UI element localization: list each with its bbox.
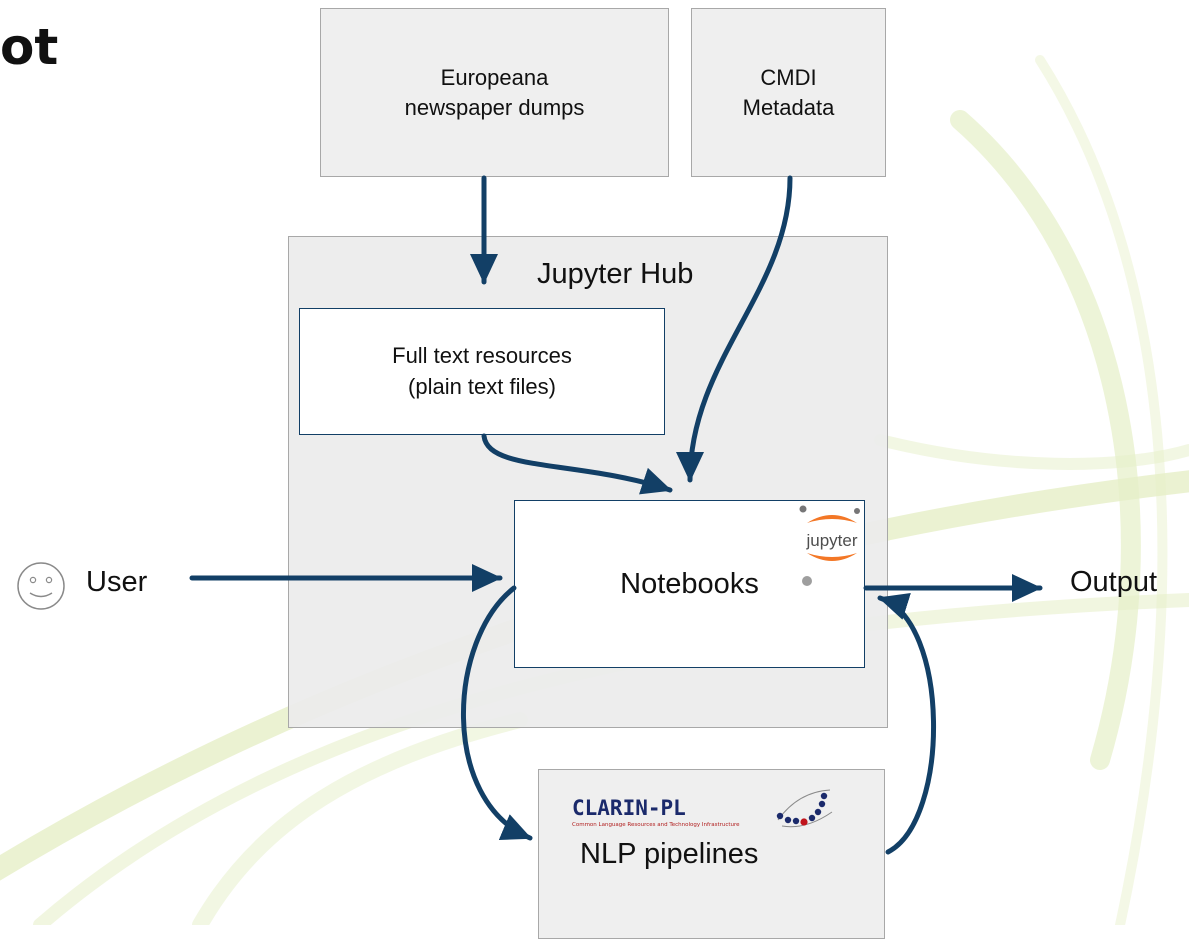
europeana-source-box: Europeana newspaper dumps — [320, 8, 669, 177]
cmdi-label-line1: CMDI — [760, 64, 817, 90]
europeana-label-line2: newspaper dumps — [404, 94, 585, 120]
fulltext-resources-box: Full text resources (plain text files) — [299, 308, 665, 435]
jupyter-logo-text: jupyter — [805, 531, 857, 550]
nlp-pipelines-box — [538, 769, 885, 939]
cmdi-label-line2: Metadata — [742, 94, 835, 120]
arrow-cmdi-to-notebooks — [676, 175, 793, 483]
notebooks-label: Notebooks — [620, 567, 759, 600]
clarin-logo-subtext: Common Language Resources and Technology… — [572, 822, 740, 828]
slide-title-fragment: ot — [0, 18, 59, 76]
arrow-notebooks-to-nlp — [461, 585, 533, 841]
cmdi-metadata-box: CMDI Metadata — [691, 8, 886, 177]
clarin-logo-text: CLARIN-PL — [572, 796, 686, 820]
user-smiley-icon — [17, 562, 65, 610]
fulltext-label-line1: Full text resources — [392, 342, 572, 368]
clarin-pl-logo-icon: CLARIN-PL Common Language Resources and … — [572, 789, 833, 828]
jupyter-hub-label: Jupyter Hub — [537, 258, 694, 290]
nlp-pipelines-label: NLP pipelines — [580, 838, 759, 870]
jupyter-logo-icon: jupyter — [799, 505, 860, 586]
arrow-nlp-to-notebooks — [877, 593, 937, 855]
user-label: User — [86, 566, 148, 598]
output-label: Output — [1070, 566, 1158, 598]
arrow-fulltext-to-notebooks — [481, 433, 673, 495]
fulltext-label-line2: (plain text files) — [408, 373, 556, 399]
europeana-label-line1: Europeana — [440, 64, 549, 90]
